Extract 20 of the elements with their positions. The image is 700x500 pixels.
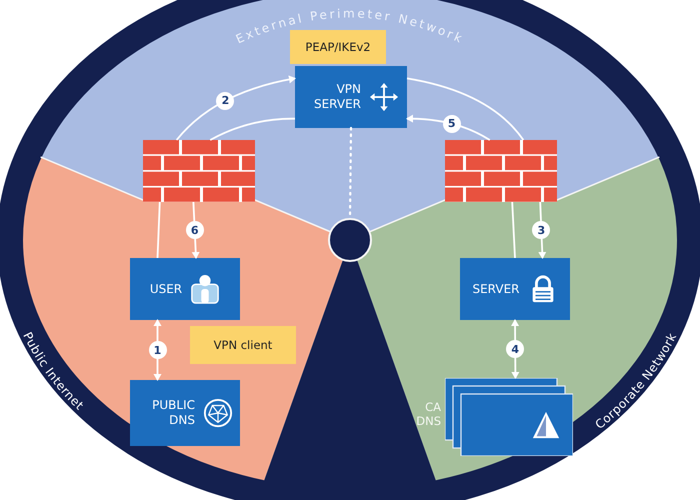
node-label: VPN client: [214, 338, 272, 352]
process-box: [295, 66, 407, 128]
arrow: [176, 76, 296, 141]
brick-wall-drawing: [445, 140, 557, 202]
process-box: [130, 380, 240, 446]
note-box: [190, 326, 296, 364]
brick-wall-drawing: [143, 140, 255, 202]
node-label: SERVER: [472, 282, 520, 296]
side-caption: CA DNS: [415, 400, 441, 429]
process-box: [130, 258, 240, 320]
arrow: [406, 114, 490, 141]
connector-line: [210, 118, 295, 141]
connector-line: [511, 202, 516, 258]
node-label: VPN SERVER: [312, 82, 361, 112]
process-box: [460, 258, 570, 320]
node-label: PUBLIC DNS: [151, 398, 195, 428]
connector-line: [406, 78, 524, 141]
node-label: PEAP/IKEv2: [305, 40, 371, 54]
node-label: USER: [150, 282, 182, 296]
connector-line: [156, 202, 161, 258]
